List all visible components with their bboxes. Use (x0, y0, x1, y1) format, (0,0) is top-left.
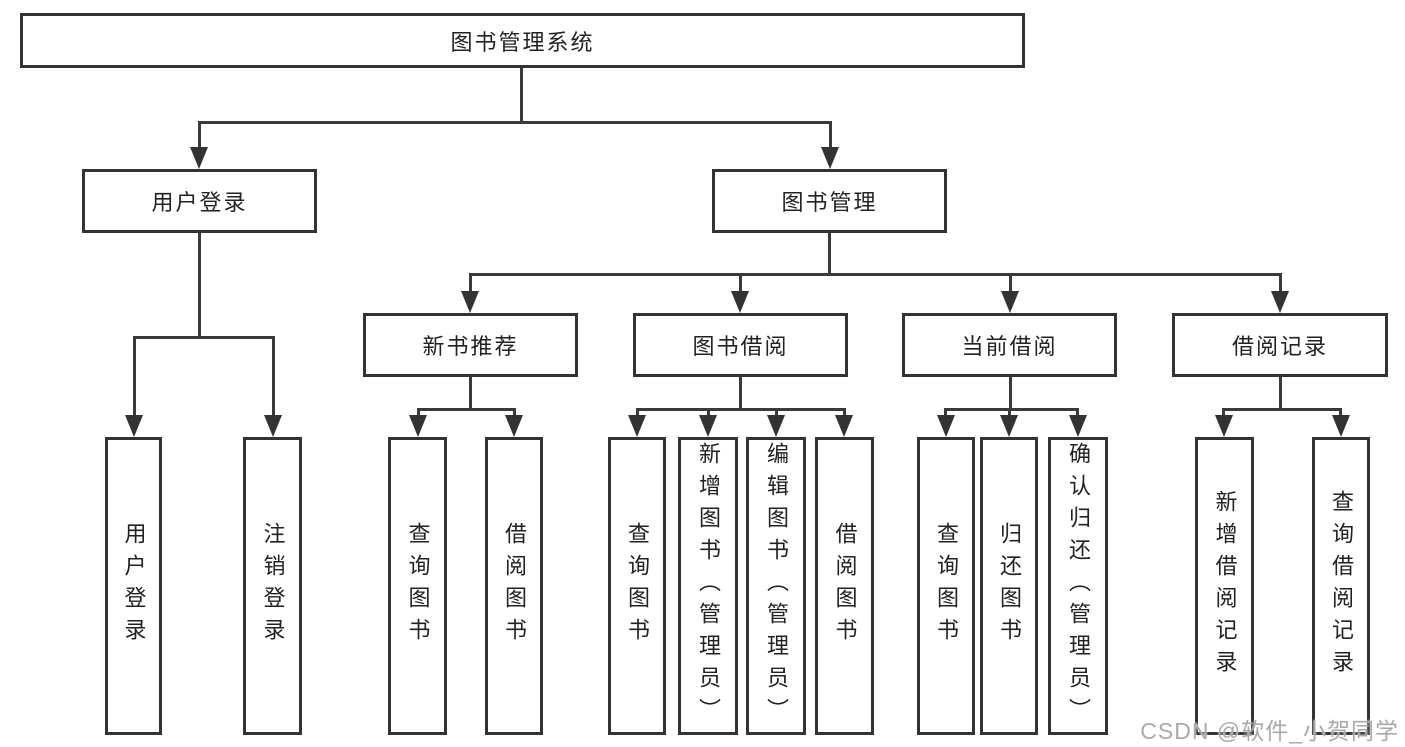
node-borrow-record: 借阅记录 (1172, 313, 1388, 377)
connector-line (636, 408, 846, 411)
connector-line (520, 68, 523, 121)
arrow-down-icon (409, 415, 427, 437)
leaf-query-books-borrow: 查询图书 (608, 437, 666, 735)
watermark-text: CSDN @软件_小贺同学 (1140, 718, 1399, 744)
connector-line (198, 121, 201, 149)
node-user-login: 用户登录 (82, 169, 317, 233)
leaf-edit-book-admin: 编辑图书（管理员） (746, 437, 806, 735)
node-book-borrow: 图书借阅 (633, 313, 848, 377)
arrow-down-icon (937, 415, 955, 437)
connector-line (469, 273, 472, 293)
arrow-down-icon (821, 147, 839, 169)
connector-line (1222, 408, 1225, 417)
connector-line (636, 408, 639, 417)
leaf-query-borrow-record: 查询借阅记录 (1312, 437, 1370, 735)
connector-line (739, 377, 742, 408)
connector-line (133, 336, 274, 339)
connector-line (944, 408, 1079, 411)
leaf-logout: 注销登录 (243, 437, 302, 735)
connector-line (272, 336, 275, 417)
arrow-down-icon (1000, 415, 1018, 437)
leaf-query-books-current: 查询图书 (917, 437, 975, 735)
arrow-down-icon (1215, 415, 1233, 437)
leaf-return-books: 归还图书 (980, 437, 1038, 735)
arrow-down-icon (628, 415, 646, 437)
connector-line (944, 408, 947, 417)
leaf-borrow-books-rec: 借阅图书 (485, 437, 543, 735)
connector-line (417, 408, 516, 411)
arrow-down-icon (1001, 291, 1019, 313)
connector-line (1008, 408, 1011, 417)
connector-line (198, 121, 832, 124)
arrow-down-icon (767, 415, 785, 437)
arrow-down-icon (264, 415, 282, 437)
node-root: 图书管理系统 (20, 13, 1025, 68)
node-book-mgmt: 图书管理 (712, 169, 947, 233)
connector-line (513, 408, 516, 417)
leaf-add-book-admin: 新增图书（管理员） (678, 437, 738, 735)
connector-line (469, 273, 1282, 276)
leaf-user-login: 用户登录 (105, 437, 162, 735)
connector-line (417, 408, 420, 417)
arrow-down-icon (505, 415, 523, 437)
connector-line (775, 408, 778, 417)
connector-line (843, 408, 846, 417)
arrow-down-icon (731, 291, 749, 313)
connector-line (707, 408, 710, 417)
connector-line (1279, 273, 1282, 293)
connector-line (1339, 408, 1342, 417)
arrow-down-icon (699, 415, 717, 437)
leaf-borrow-books: 借阅图书 (815, 437, 874, 735)
arrow-down-icon (835, 415, 853, 437)
connector-line (1076, 408, 1079, 417)
connector-line (198, 233, 201, 336)
arrow-down-icon (1069, 415, 1087, 437)
connector-line (739, 273, 742, 293)
connector-line (1222, 408, 1342, 411)
connector-line (828, 233, 831, 273)
arrow-down-icon (1332, 415, 1350, 437)
arrow-down-icon (190, 147, 208, 169)
connector-line (1279, 377, 1282, 408)
connector-line (469, 377, 472, 408)
connector-line (829, 121, 832, 149)
arrow-down-icon (125, 415, 143, 437)
leaf-confirm-return-admin: 确认归还（管理员） (1048, 437, 1108, 735)
arrow-down-icon (1271, 291, 1289, 313)
leaf-add-borrow-record: 新增借阅记录 (1195, 437, 1254, 735)
node-current-borrow: 当前借阅 (902, 313, 1117, 377)
connector-line (1009, 273, 1012, 293)
node-new-book-rec: 新书推荐 (363, 313, 578, 377)
leaf-query-books-rec: 查询图书 (388, 437, 447, 735)
connector-line (133, 336, 136, 417)
arrow-down-icon (461, 291, 479, 313)
connector-line (1009, 377, 1012, 408)
